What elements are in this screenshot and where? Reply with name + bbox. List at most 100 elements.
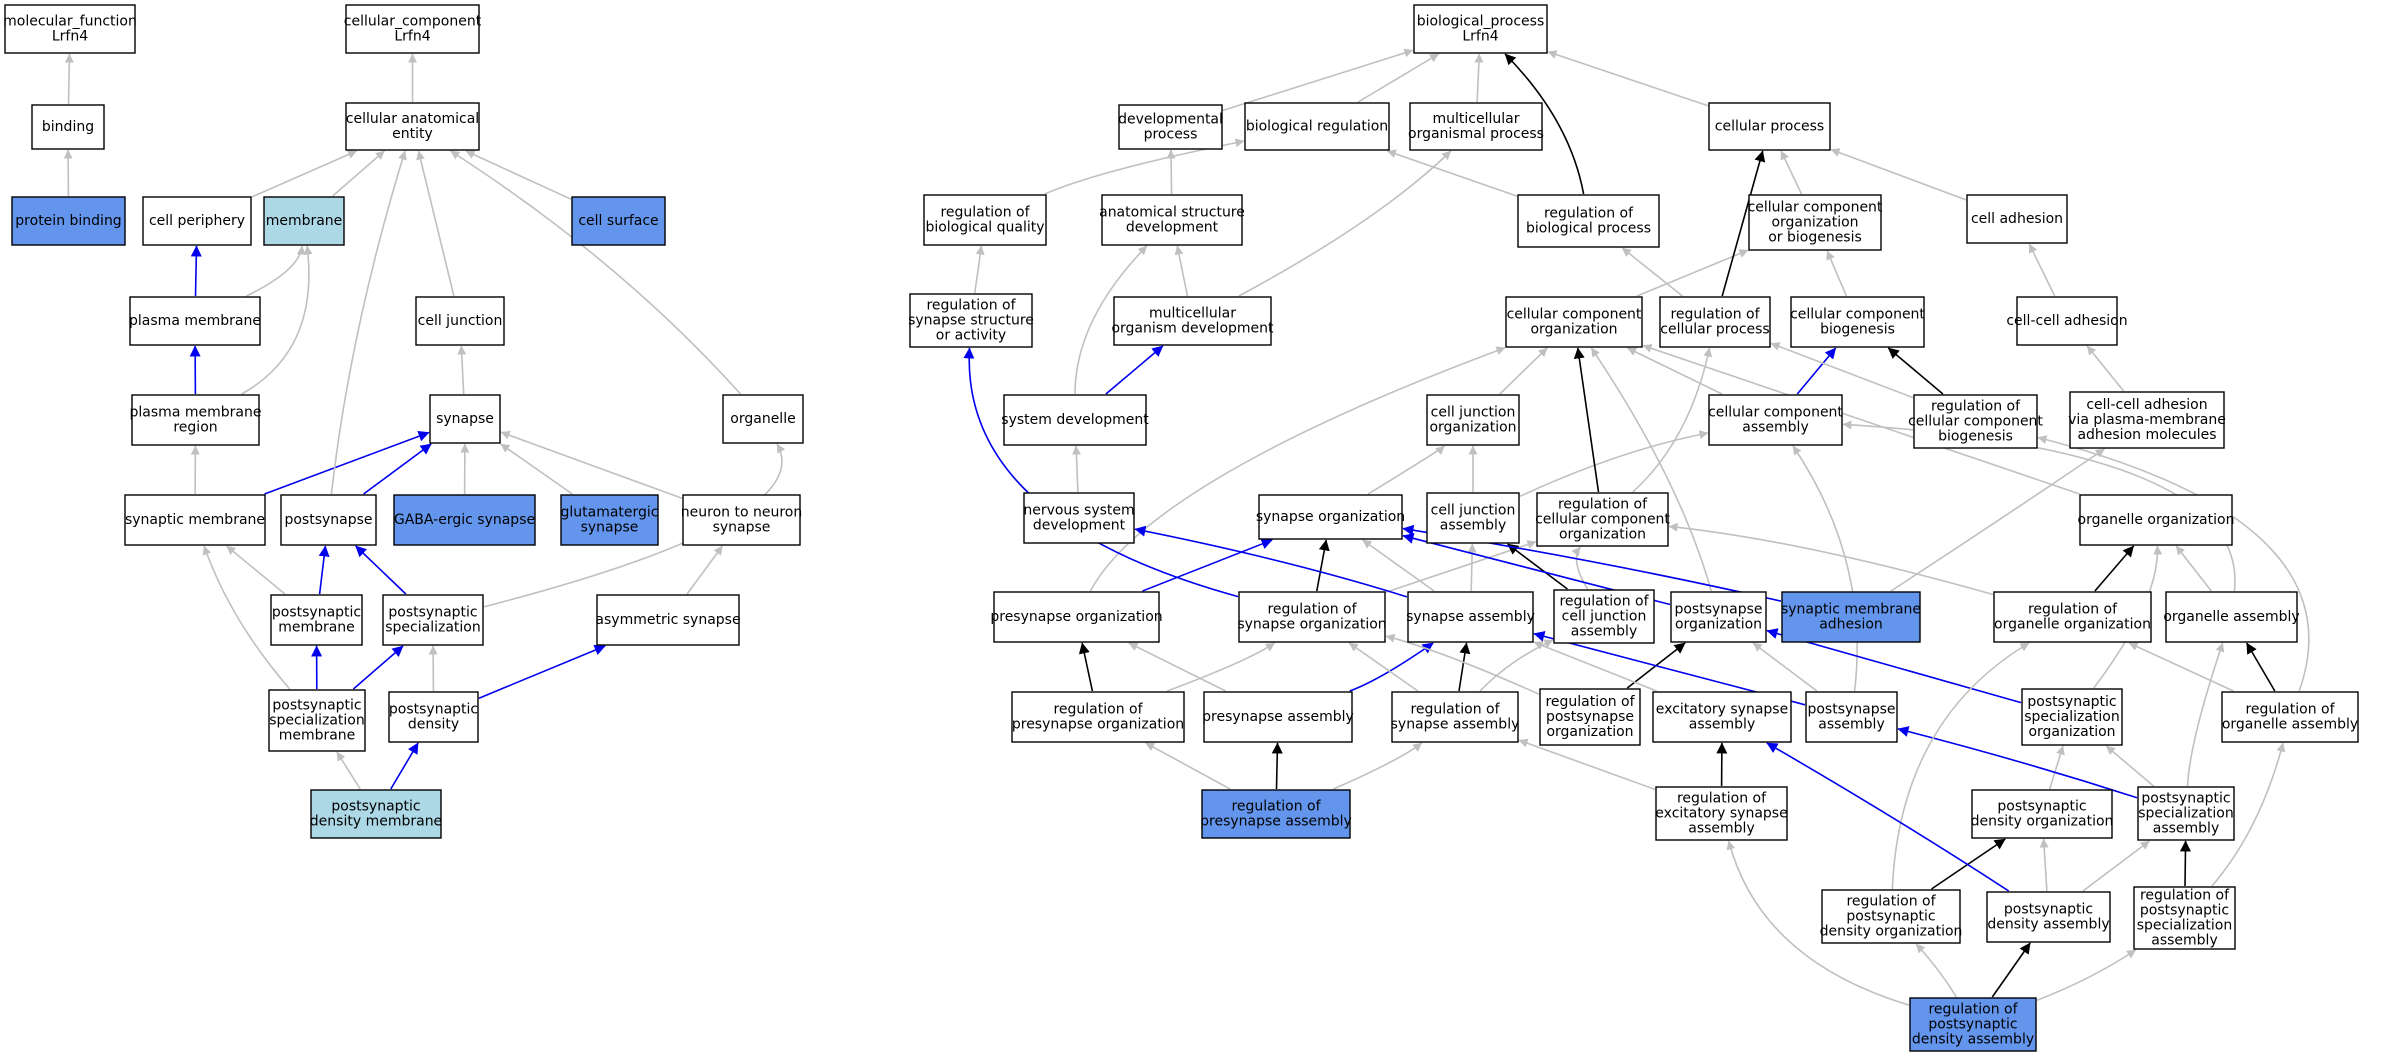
node-cell-periphery[interactable]: cell periphery bbox=[142, 196, 252, 246]
node-protein-binding[interactable]: protein binding bbox=[11, 196, 126, 246]
node-box bbox=[2079, 494, 2233, 546]
node-label: nervous system bbox=[1023, 503, 1134, 519]
node-label: specialization bbox=[385, 620, 480, 636]
node-box bbox=[1101, 194, 1243, 246]
node-organelle-assembly[interactable]: organelle assembly bbox=[2163, 591, 2300, 643]
node-organelle-org[interactable]: organelle organization bbox=[2078, 494, 2235, 546]
node-box bbox=[345, 102, 480, 151]
node-membrane[interactable]: membrane bbox=[263, 196, 345, 246]
node-syn-org[interactable]: synapse organization bbox=[1256, 494, 1405, 540]
node-label: neuron to neuron bbox=[681, 505, 802, 521]
node-postsynapse[interactable]: postsynapse bbox=[280, 494, 377, 546]
node-syn-assembly[interactable]: synapse assembly bbox=[1406, 591, 1535, 643]
edge-is-a bbox=[2211, 742, 2286, 887]
node-label: density organization bbox=[1820, 924, 1963, 940]
node-reg-ps-spec-assembly[interactable]: regulation ofpostsynapticspecializationa… bbox=[2133, 886, 2236, 950]
node-sys-dev[interactable]: system development bbox=[1001, 394, 1149, 446]
node-cell-junction[interactable]: cell junction bbox=[415, 296, 505, 346]
node-box bbox=[1517, 194, 1660, 248]
node-asym-synapse[interactable]: asymmetric synapse bbox=[595, 594, 741, 646]
node-box bbox=[1409, 102, 1543, 151]
node-label: assembly bbox=[1689, 717, 1755, 733]
node-cell-process[interactable]: cellular process bbox=[1708, 102, 1831, 151]
node-synaptic-membrane[interactable]: synaptic membrane bbox=[124, 494, 266, 546]
edge-is-a bbox=[1467, 543, 1477, 592]
node-cc-adhesion[interactable]: cell-cell adhesion bbox=[2006, 296, 2128, 346]
node-presyn-org[interactable]: presynapse organization bbox=[990, 591, 1163, 643]
node-label: synapse structure bbox=[908, 313, 1034, 329]
edge-is-a bbox=[686, 545, 724, 595]
node-presyn-assembly[interactable]: presynapse assembly bbox=[1202, 691, 1354, 743]
node-label: assembly bbox=[1742, 420, 1808, 436]
node-bio-reg[interactable]: biological regulation bbox=[1244, 102, 1390, 151]
edge-part-of bbox=[355, 545, 407, 595]
node-gaba-synapse[interactable]: GABA-ergic synapse bbox=[393, 494, 536, 546]
node-organelle[interactable]: organelle bbox=[722, 394, 804, 444]
node-label: specialization bbox=[2137, 918, 2232, 934]
edge-is-a bbox=[64, 53, 74, 105]
edge-part-of bbox=[963, 347, 1239, 598]
node-label: organelle assembly bbox=[2163, 609, 2299, 625]
node-cell-adhesion[interactable]: cell adhesion bbox=[1966, 194, 2068, 244]
node-synapse[interactable]: synapse bbox=[429, 394, 501, 444]
node-plasma-membrane[interactable]: plasma membrane bbox=[129, 296, 261, 346]
node-box bbox=[571, 196, 666, 246]
node-cell-surface[interactable]: cell surface bbox=[571, 196, 666, 246]
node-label: cell surface bbox=[578, 213, 658, 229]
node-label: plasma membrane bbox=[129, 313, 261, 329]
edge-is-a bbox=[2086, 345, 2125, 392]
node-binding[interactable]: binding bbox=[31, 104, 105, 150]
node-label: postsynaptic bbox=[331, 799, 420, 815]
